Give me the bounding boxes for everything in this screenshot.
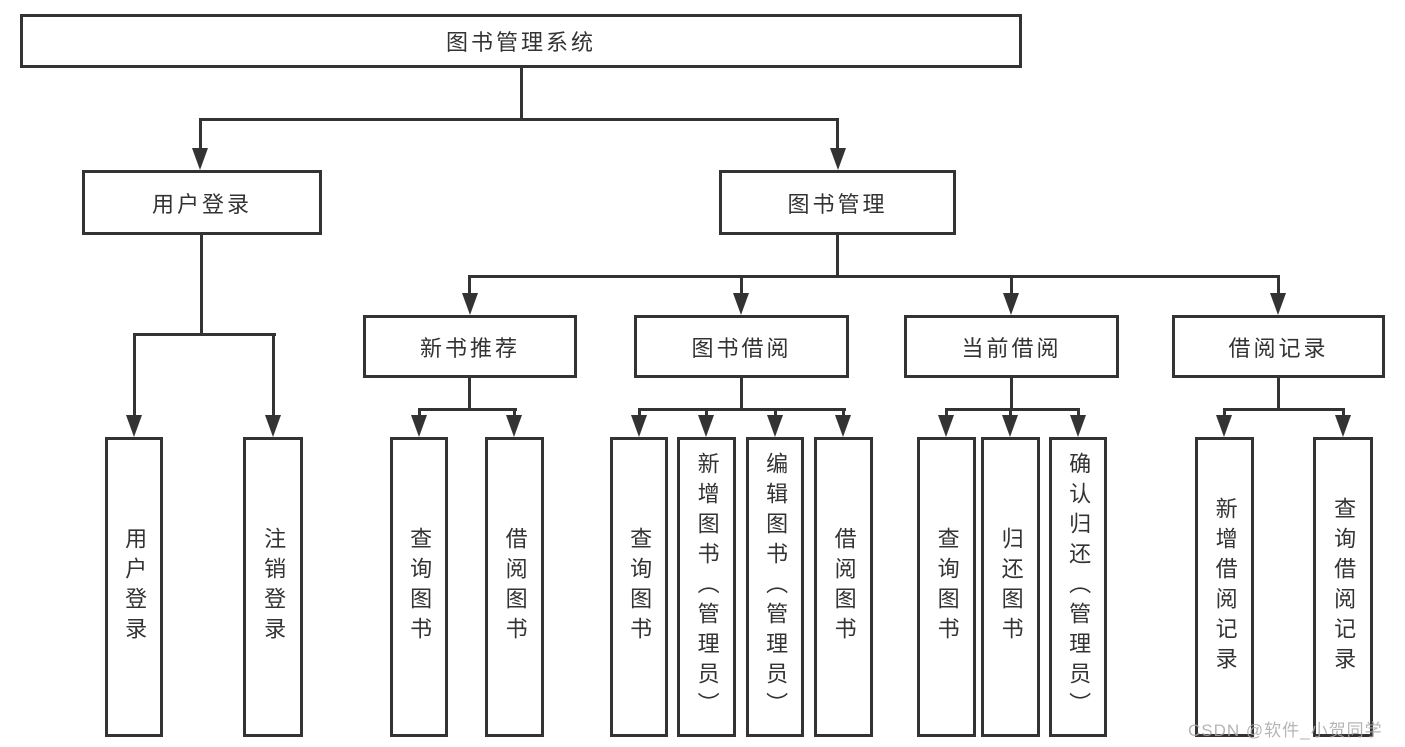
arrow-book-borrow-icon [733,293,749,315]
leaf-borrow-edit-books-admin-label: 编辑图书（管理员） [763,452,789,722]
node-current-borrow: 当前借阅 [904,315,1119,378]
node-new-book-recommend: 新书推荐 [363,315,577,378]
arrow-bb-add-icon [698,415,714,437]
connector-drop-current-borrow [1010,275,1013,293]
arrow-book-mgmt-icon [830,148,846,170]
leaf-borrow-query-books: 查询图书 [610,437,668,737]
connector-drop-borrow-records [1277,275,1280,293]
node-book-management: 图书管理 [719,170,956,235]
node-book-borrow: 图书借阅 [634,315,849,378]
node-user-login: 用户登录 [82,170,322,235]
connector-drop-login [133,333,136,415]
leaf-current-confirm-return-admin: 确认归还（管理员） [1049,437,1107,737]
arrow-bb-query-icon [631,415,647,437]
node-borrow-records: 借阅记录 [1172,315,1385,378]
connector-user-login-stem [200,235,203,335]
arrow-logout-icon [265,415,281,437]
leaf-borrow-add-books-admin: 新增图书（管理员） [677,437,736,737]
arrow-br-add-icon [1216,415,1232,437]
leaf-records-query-record: 查询借阅记录 [1313,437,1373,737]
leaf-current-query-books-label: 查询图书 [934,527,960,647]
leaf-records-add-record: 新增借阅记录 [1195,437,1254,737]
connector-borrow-records-bar [1223,408,1345,411]
arrow-nb-borrow-icon [506,415,522,437]
connector-drop-br-query [1342,408,1345,417]
connector-user-login-bar [133,333,276,336]
arrow-borrow-records-icon [1270,293,1286,315]
leaf-records-add-record-label: 新增借阅记录 [1212,497,1238,677]
arrow-cb-query-icon [938,415,954,437]
connector-drop-user-login [199,118,202,148]
connector-drop-bb-add [705,408,708,417]
leaf-borrow-query-books-label: 查询图书 [627,527,653,647]
connector-drop-cb-confirm [1077,408,1080,417]
node-user-login-label: 用户登录 [151,191,252,217]
leaf-borrow-edit-books-admin: 编辑图书（管理员） [746,437,804,737]
connector-drop-cb-query [945,408,948,417]
connector-new-book-bar [418,408,517,411]
node-new-book-recommend-label: 新书推荐 [419,335,520,361]
arrow-login-icon [126,415,142,437]
connector-drop-new-book [468,275,471,293]
leaf-records-query-record-label: 查询借阅记录 [1331,497,1357,677]
connector-current-borrow-bar [945,408,1080,411]
connector-drop-book-borrow [740,275,743,293]
connector-drop-bb-query [638,408,641,417]
watermark: CSDN @软件_小贺同学 [1188,721,1383,740]
node-root: 图书管理系统 [20,14,1022,68]
node-borrow-records-label: 借阅记录 [1228,335,1329,361]
arrow-nb-query-icon [411,415,427,437]
connector-drop-logout [272,333,275,415]
connector-borrow-records-stem [1277,378,1280,410]
arrow-cb-return-icon [1002,415,1018,437]
leaf-borrow-add-books-admin-label: 新增图书（管理员） [694,452,720,722]
connector-drop-cb-return [1009,408,1012,417]
leaf-current-confirm-return-admin-label: 确认归还（管理员） [1066,452,1092,722]
node-root-label: 图书管理系统 [445,30,596,55]
leaf-user-login-label: 用户登录 [122,527,148,647]
connector-level1-bar [199,118,839,121]
leaf-logout: 注销登录 [243,437,303,737]
node-book-management-label: 图书管理 [787,191,888,217]
connector-new-book-stem [468,378,471,410]
connector-drop-bb-borrow [842,408,845,417]
connector-level2-bar [469,275,1280,278]
leaf-current-return-books: 归还图书 [981,437,1040,737]
arrow-bb-edit-icon [767,415,783,437]
node-current-borrow-label: 当前借阅 [961,335,1062,361]
arrow-bb-borrow-icon [835,415,851,437]
leaf-user-login: 用户登录 [105,437,163,737]
leaf-borrow-borrow-books: 借阅图书 [814,437,873,737]
connector-current-borrow-stem [1010,378,1013,410]
leaf-recommend-borrow-books: 借阅图书 [485,437,544,737]
connector-book-borrow-stem [740,378,743,410]
leaf-recommend-query-books-label: 查询图书 [407,527,433,647]
connector-book-mgmt-stem [836,235,839,277]
connector-root-stem [520,68,523,120]
connector-drop-br-add [1223,408,1226,417]
arrow-current-borrow-icon [1003,293,1019,315]
connector-drop-bb-edit [774,408,777,417]
leaf-current-return-books-label: 归还图书 [998,527,1024,647]
arrow-new-book-icon [462,293,478,315]
arrow-user-login-icon [192,148,208,170]
leaf-recommend-borrow-books-label: 借阅图书 [502,527,528,647]
connector-book-borrow-bar [638,408,846,411]
arrow-cb-confirm-icon [1070,415,1086,437]
connector-drop-nb-query [418,408,421,417]
arrow-br-query-icon [1335,415,1351,437]
leaf-current-query-books: 查询图书 [917,437,976,737]
leaf-recommend-query-books: 查询图书 [390,437,448,737]
connector-drop-book-mgmt [836,118,839,148]
connector-drop-nb-borrow [513,408,516,417]
node-book-borrow-label: 图书借阅 [691,335,792,361]
leaf-logout-label: 注销登录 [261,527,287,647]
leaf-borrow-borrow-books-label: 借阅图书 [831,527,857,647]
